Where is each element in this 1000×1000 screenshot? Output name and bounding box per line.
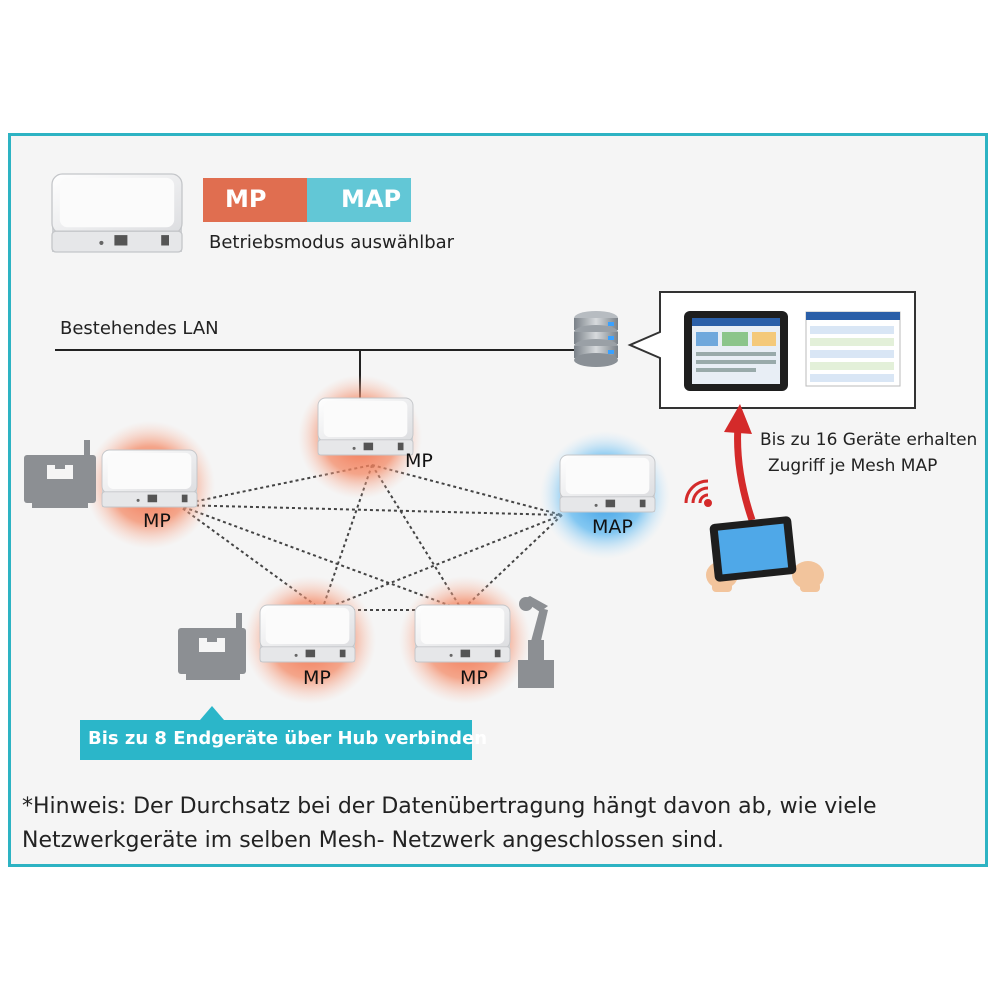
access-caption-line1: Bis zu 16 Geräte erhalten	[760, 430, 978, 450]
node-label-map: MAP	[592, 516, 633, 538]
mode-caption: Betriebsmodus auswählbar	[209, 232, 455, 253]
access-arrow-icon	[724, 404, 756, 522]
dashboard-callout	[627, 291, 916, 409]
footnote-line1: *Hinweis: Der Durchsatz bei der Datenübe…	[22, 794, 877, 819]
wifi-signal-icon	[684, 479, 712, 507]
mode-mp-label: MP	[225, 185, 267, 213]
product-device-image	[51, 173, 183, 253]
handheld-tablet-icon	[706, 516, 824, 592]
node-label-bottom-right: MP	[460, 667, 488, 689]
mp-bottom-left-device	[259, 604, 356, 663]
hub-banner: Bis zu 8 Endgeräte über Hub verbinden	[80, 720, 487, 760]
hub-banner-pointer	[200, 706, 224, 720]
footnote: *Hinweis: Der Durchsatz bei der Datenübe…	[22, 790, 952, 858]
node-label-left: MP	[143, 510, 171, 532]
server-icon	[574, 311, 618, 367]
node-label-top: MP	[405, 450, 433, 472]
mp-bottom-right-device	[414, 604, 511, 663]
node-label-bottom-left: MP	[303, 667, 331, 689]
hub-banner-text: Bis zu 8 Endgeräte über Hub verbinden	[88, 728, 488, 749]
robot-arm-icon	[518, 596, 554, 688]
machine-icon	[24, 440, 96, 508]
mode-map-label: MAP	[341, 185, 402, 213]
lan-label: Bestehendes LAN	[60, 318, 219, 339]
hub-machine-icon	[178, 613, 246, 680]
mp-top-device	[317, 397, 414, 456]
access-caption-line2: Zugriff je Mesh MAP	[768, 456, 938, 476]
map-device	[559, 454, 656, 513]
mode-badge: MP MAP	[203, 178, 411, 222]
footnote-line2: Netzwerkgeräte im selben Mesh- Netzwerk …	[22, 828, 724, 853]
mp-left-device	[101, 449, 198, 508]
